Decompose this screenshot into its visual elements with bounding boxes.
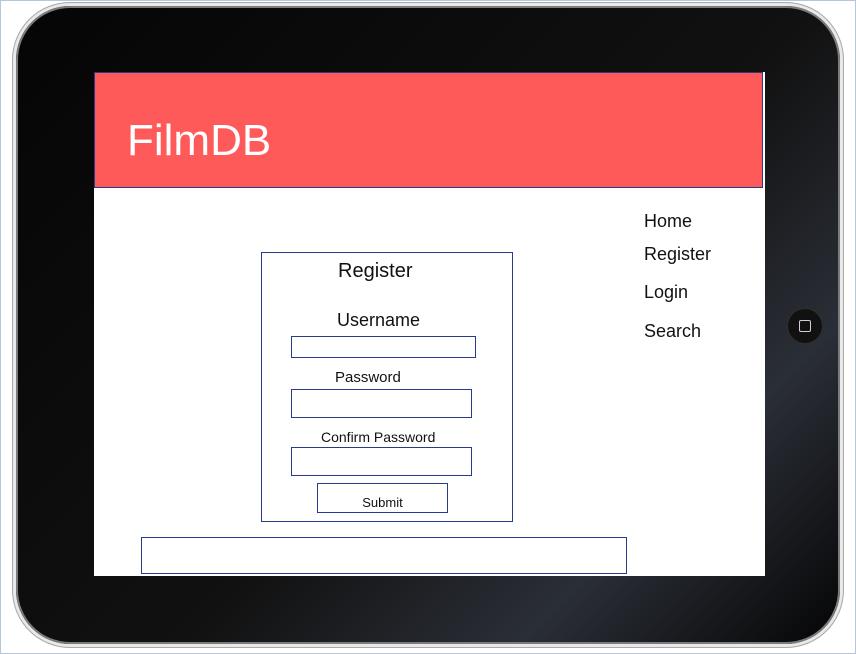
register-form: Register Username Password Confirm Passw… <box>261 252 513 522</box>
nav-search-link[interactable]: Search <box>644 321 702 341</box>
home-button-icon <box>799 320 811 332</box>
submit-button[interactable]: Submit <box>317 483 448 513</box>
nav-register-link[interactable]: Register <box>644 244 712 264</box>
nav-login-link[interactable]: Login <box>644 282 689 302</box>
username-field[interactable] <box>291 336 476 358</box>
confirm-password-field[interactable] <box>291 447 472 476</box>
home-button[interactable] <box>788 309 822 343</box>
username-label: Username <box>337 310 421 330</box>
register-form-title: Register <box>338 260 413 282</box>
tablet-screen: FilmDB Home Register Login Search Regist… <box>94 72 765 576</box>
footer-content-box <box>141 537 627 574</box>
site-header: FilmDB <box>94 72 763 188</box>
password-label: Password <box>335 369 401 386</box>
confirm-password-label: Confirm Password <box>321 429 436 445</box>
site-logo-text[interactable]: FilmDB <box>127 116 272 165</box>
password-field[interactable] <box>291 389 472 418</box>
nav-home-link[interactable]: Home <box>644 211 693 231</box>
